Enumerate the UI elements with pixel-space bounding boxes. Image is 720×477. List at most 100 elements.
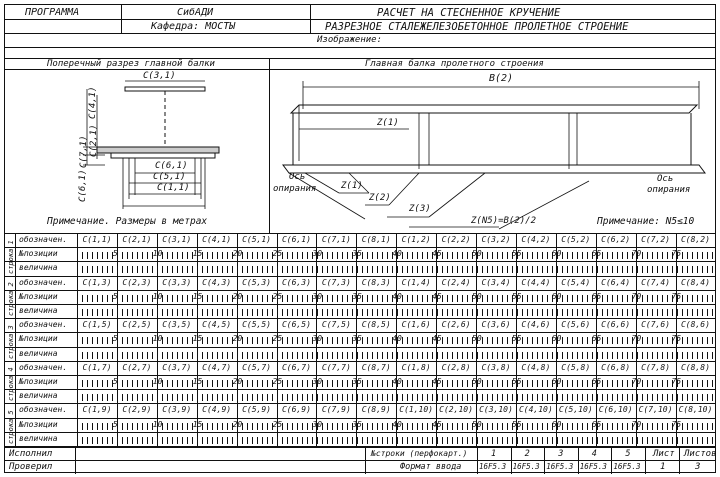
table-column-line	[476, 233, 477, 446]
designation-cell: C(3,3)	[162, 277, 192, 287]
designation-cell: C(7,4)	[641, 277, 670, 287]
designation-cell: C(1,6)	[401, 320, 431, 330]
designation-cell: C(3,10)	[479, 405, 513, 415]
designation-cell: C(3,6)	[481, 320, 511, 330]
label-z3: Z(3)	[409, 204, 431, 214]
executed-label: Исполнил	[9, 449, 53, 459]
designation-cell: C(7,1)	[321, 235, 351, 244]
table-column-line	[555, 233, 557, 446]
org-name: СибАДИ	[177, 7, 214, 18]
designation-cell: C(8,10)	[678, 405, 713, 415]
designation-cell: C(6,3)	[281, 277, 311, 287]
designation-cell: C(7,2)	[641, 235, 670, 244]
designation-cell: C(2,1)	[122, 235, 152, 244]
designation-cell: C(8,3)	[361, 277, 391, 287]
footer-divider-right	[365, 460, 715, 461]
designation-cell: C(3,8)	[481, 362, 511, 372]
panel-divider	[269, 58, 270, 233]
designation-cell: C(8,2)	[680, 235, 710, 244]
input-format: 16F5.3	[479, 462, 507, 471]
designation-cell: C(7,8)	[641, 362, 670, 372]
designation-cell: C(6,6)	[601, 320, 631, 330]
designation-cell: C(1,8)	[401, 362, 431, 372]
table-row-line	[5, 289, 715, 291]
designation-cell: C(5,8)	[561, 362, 591, 372]
designation-cell: C(8,6)	[680, 320, 710, 330]
form-title: РАСЧЕТ НА СТЕСНЕННОЕ КРУЧЕНИЕ	[377, 7, 561, 19]
table-column-line	[715, 233, 717, 446]
support-right-line2: опирания	[647, 185, 691, 195]
label-c11: C(1,1)	[157, 183, 190, 193]
designation-cell: C(2,10)	[439, 405, 473, 415]
row-group-side-label: строка 4	[7, 367, 15, 402]
designation-cell: C(1,2)	[401, 235, 431, 244]
label-c51: C(5,1)	[153, 172, 186, 182]
row-group-side-label: строка 2	[7, 282, 15, 317]
label-z1-bottom: Z(1)	[341, 181, 363, 191]
designation-cell: C(8,8)	[680, 362, 710, 372]
table-row-line	[5, 275, 715, 277]
designation-header: обозначен.	[19, 320, 68, 330]
table-column-line	[356, 233, 358, 446]
format-label: Формат ввода	[400, 462, 462, 472]
designation-cell: C(5,6)	[561, 320, 591, 330]
designation-cell: C(4,9)	[202, 405, 232, 415]
designation-cell: C(4,4)	[521, 277, 551, 287]
header-divider-3	[5, 47, 715, 48]
designation-cell: C(4,10)	[518, 405, 553, 415]
designation-cell: C(6,7)	[281, 362, 311, 372]
table-row-line	[5, 360, 715, 362]
designation-cell: C(8,9)	[361, 405, 391, 415]
table-column-line	[156, 233, 158, 446]
input-format: 16F5.3	[512, 462, 540, 471]
row-group-side-label: строка 3	[7, 325, 15, 359]
designation-cell: C(4,8)	[521, 362, 551, 372]
table-column-line	[675, 233, 677, 446]
header-divider-2	[5, 33, 715, 34]
designation-cell: C(3,4)	[481, 277, 511, 287]
rows-label: №строки (перфокарт.)	[371, 449, 468, 458]
designation-cell: C(3,7)	[162, 362, 192, 372]
designation-cell: C(6,10)	[598, 405, 633, 415]
designation-cell: C(5,9)	[242, 405, 271, 415]
table-column-line	[595, 233, 597, 446]
table-column-line	[116, 233, 118, 446]
designation-header: обозначен.	[19, 405, 68, 415]
designation-cell: C(2,6)	[441, 320, 471, 330]
table-column-line	[276, 233, 278, 446]
designation-cell: C(5,4)	[561, 277, 591, 287]
value-header: величина	[19, 263, 58, 273]
designation-cell: C(6,2)	[601, 235, 631, 244]
table-column-line	[396, 233, 398, 446]
position-header: №позиции	[19, 419, 58, 429]
program-label: ПРОГРАММА	[25, 7, 80, 18]
designation-cell: C(4,6)	[521, 320, 551, 330]
row-number: 4	[591, 449, 597, 459]
designation-cell: C(7,5)	[321, 320, 351, 330]
label-c31: C(3,1)	[143, 71, 176, 81]
designation-header: обозначен.	[19, 277, 68, 287]
table-row-line	[5, 403, 715, 405]
designation-cell: C(5,3)	[242, 277, 271, 287]
designation-header: обозначен.	[19, 235, 68, 244]
designation-cell: C(4,2)	[521, 235, 551, 244]
sheet-number: 1	[660, 462, 666, 472]
designation-cell: C(6,8)	[601, 362, 631, 372]
header-vline-1	[121, 5, 122, 33]
designation-cell: C(8,4)	[680, 277, 710, 287]
label-c71: C(7,1)	[79, 135, 89, 168]
row-number: 2	[524, 449, 530, 459]
table-column-line	[436, 233, 438, 446]
designation-cell: C(6,5)	[281, 320, 311, 330]
designation-cell: C(4,3)	[202, 277, 232, 287]
designation-cell: C(2,3)	[122, 277, 152, 287]
designation-cell: C(1,10)	[399, 405, 433, 415]
support-right-line1: Ось	[657, 174, 674, 184]
table-row-line	[5, 446, 715, 447]
designation-cell: C(6,9)	[281, 405, 311, 415]
checked-label: Проверил	[9, 462, 53, 472]
image-label: Изображение:	[317, 35, 383, 45]
form-sheet: ПРОГРАММА СибАДИ Кафедра: МОСТЫ РАСЧЕТ Н…	[4, 4, 717, 474]
input-format: 16F5.3	[546, 462, 574, 471]
table-column-line	[316, 233, 318, 446]
